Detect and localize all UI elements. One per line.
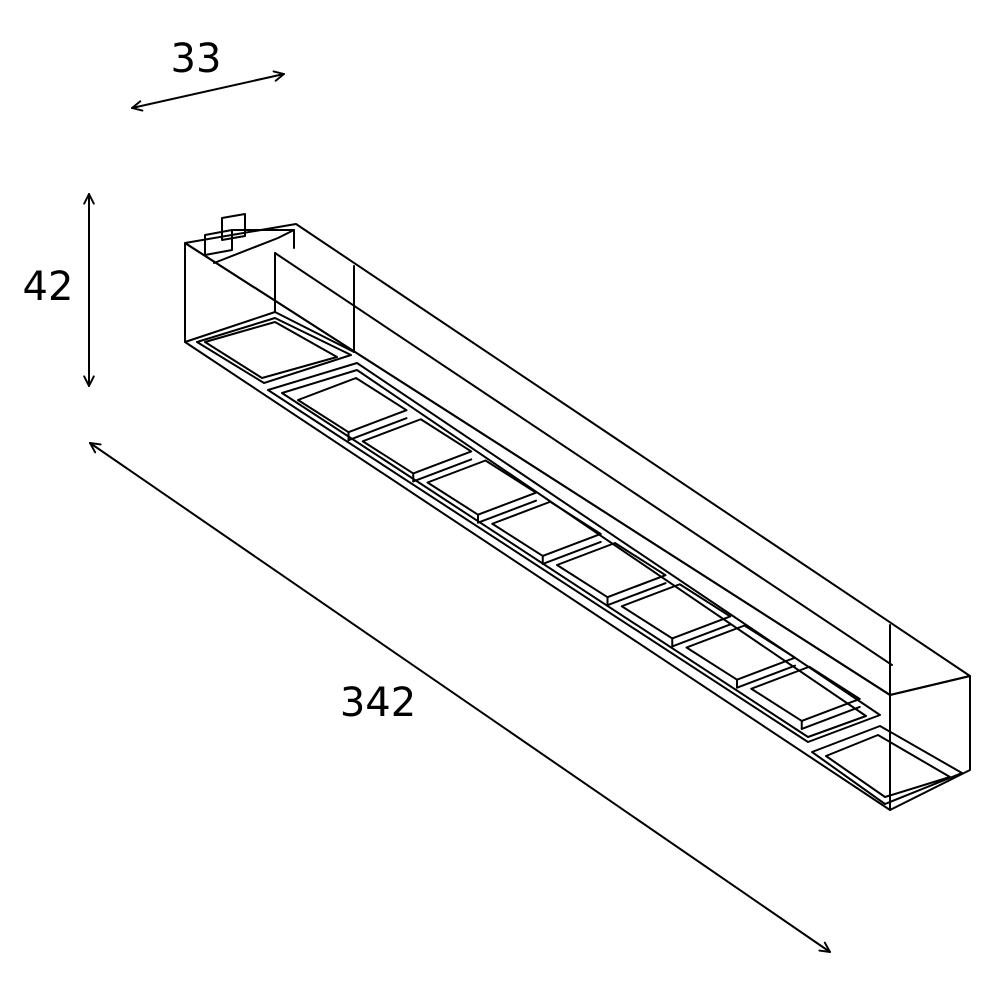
louvre-cell-depth-line	[347, 417, 408, 442]
width-dimension: 33	[131, 36, 285, 112]
fixture-front-face	[184, 242, 891, 811]
width-dimension-arrow	[131, 70, 285, 112]
end-panel-right	[811, 725, 963, 805]
louvre-strip-frame	[267, 362, 881, 743]
end-panel-right-inner	[825, 734, 951, 798]
connector-clip	[213, 229, 295, 264]
end-panel-right-outer	[811, 725, 963, 805]
louvre-strip-inner	[281, 369, 867, 738]
louvre-cell	[620, 583, 732, 640]
track-connector	[204, 213, 295, 264]
height-dimension: 42	[23, 193, 95, 387]
louvre-cell	[750, 665, 861, 722]
louvre-strip	[267, 362, 881, 743]
louvre-cell	[426, 459, 538, 516]
louvre-cell	[297, 377, 408, 434]
fixture-top-edge-line	[274, 252, 893, 666]
louvre-cell-depth-line	[800, 705, 861, 730]
length-dimension-arrow	[89, 442, 831, 953]
fixture-right-face	[889, 675, 971, 811]
fixture-bottom-lip-line	[274, 311, 355, 353]
connector-block	[204, 229, 233, 256]
louvre-cell	[491, 500, 602, 557]
louvre-cell-depth-line	[541, 540, 602, 565]
width-dimension-label: 33	[171, 36, 222, 82]
height-dimension-label: 42	[23, 264, 74, 310]
louvre-cell	[556, 542, 667, 599]
louvre-cell	[685, 624, 797, 681]
length-dimension: 342	[89, 442, 831, 953]
louvre-cell-depth-line	[606, 582, 667, 607]
louvre-cell-depth-line	[412, 458, 473, 483]
track-light-fixture	[184, 213, 971, 811]
connector-top	[221, 213, 246, 241]
fixture-bottom-lip-line	[184, 311, 276, 343]
end-panel-left	[196, 317, 352, 384]
fixture-top-face	[184, 223, 971, 696]
louvre-cells	[297, 377, 861, 730]
louvre-cell-depth-line	[477, 499, 538, 524]
length-dimension-label: 342	[340, 680, 416, 726]
louvre-cell	[361, 418, 473, 475]
end-panel-left-outer	[196, 317, 352, 384]
louvre-cell-depth-line	[671, 623, 732, 648]
end-panel-left-inner	[204, 321, 338, 379]
louvre-cell-depth-line	[736, 664, 797, 689]
